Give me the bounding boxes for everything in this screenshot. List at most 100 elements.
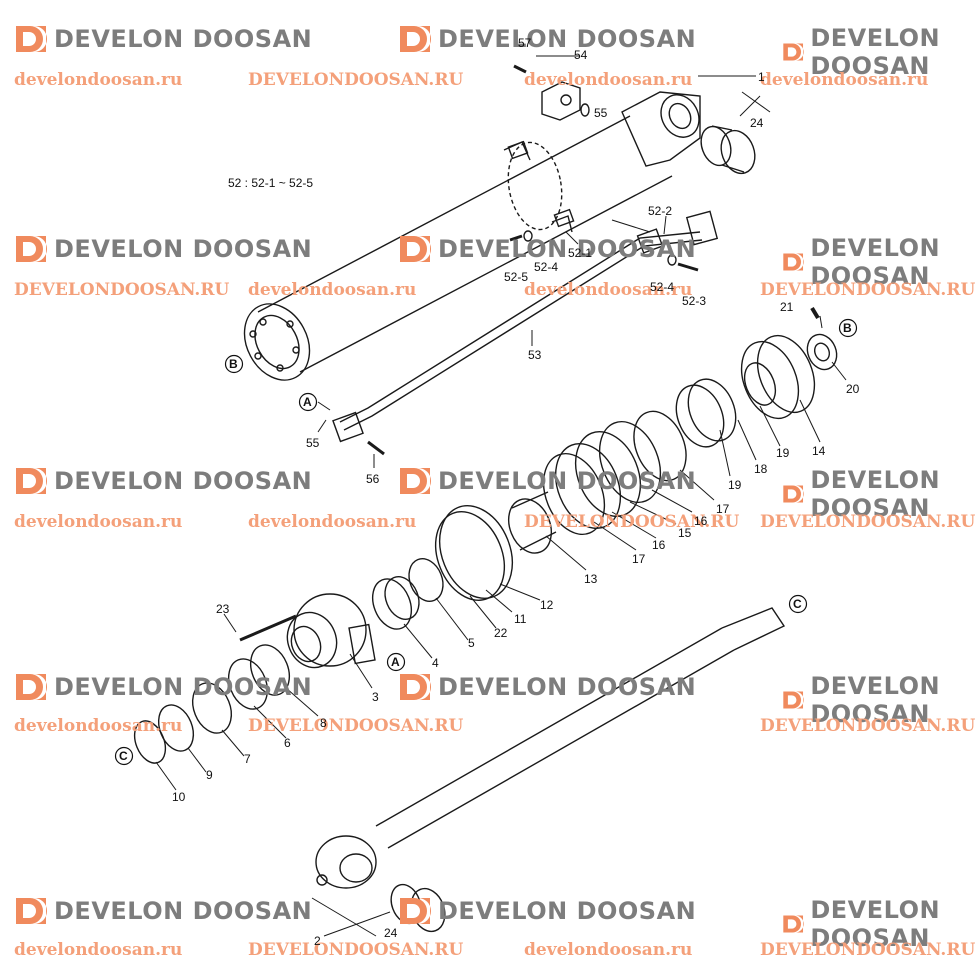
callout-52-5: 52-5 — [504, 270, 529, 284]
callout-10: 10 — [172, 790, 186, 804]
watermark-url: DEVELONDOOSAN.RU — [248, 70, 464, 90]
callout-52-3: 52-3 — [682, 294, 707, 308]
develon-logo-icon — [400, 236, 431, 262]
callout-56: 56 — [366, 472, 380, 486]
callout-C: C — [119, 749, 128, 763]
watermark-url: develondoosan.ru — [524, 280, 693, 300]
develon-logo-icon — [783, 253, 804, 271]
watermark-brand: DEVELON DOOSAN — [782, 234, 980, 290]
develon-logo-icon — [400, 26, 431, 52]
callout-8: 8 — [320, 716, 327, 730]
watermark-brand-text: DEVELON DOOSAN — [810, 896, 941, 952]
callout-11: 11 — [514, 612, 527, 626]
watermark-brand: DEVELON DOOSAN — [14, 24, 312, 54]
watermark-brand-text: DEVELON DOOSAN — [54, 673, 313, 701]
cylinder-tube — [243, 91, 701, 381]
callout-52-4: 52-4 — [534, 260, 559, 274]
watermark-url: develondoosan.ru — [14, 716, 183, 736]
watermark-brand: DEVELON DOOSAN — [14, 234, 312, 264]
callout-5: 5 — [468, 636, 475, 650]
watermark-brand: DEVELON DOOSAN — [398, 24, 696, 54]
callout-52-2: 52-2 — [648, 204, 673, 218]
watermark-url: develondoosan.ru — [760, 70, 929, 90]
develon-logo-icon — [400, 898, 431, 924]
watermark-url: DEVELONDOOSAN.RU — [760, 512, 976, 532]
develon-logo-icon — [783, 485, 804, 503]
callout-C: C — [793, 597, 802, 611]
port-block — [513, 64, 590, 121]
watermark-brand-text: DEVELON DOOSAN — [54, 25, 313, 53]
rod-seals — [133, 644, 291, 764]
watermark-brand-text: DEVELON DOOSAN — [438, 235, 697, 263]
watermark-url: DEVELONDOOSAN.RU — [248, 716, 464, 736]
watermark-brand-text: DEVELON DOOSAN — [438, 673, 697, 701]
callout-57: 57 — [518, 36, 532, 50]
watermark-brand-text: DEVELON DOOSAN — [438, 467, 697, 495]
watermark-url: DEVELONDOOSAN.RU — [760, 716, 976, 736]
watermark-brand: DEVELON DOOSAN — [398, 672, 696, 702]
watermark-brand: DEVELON DOOSAN — [782, 896, 980, 952]
develon-logo-icon — [16, 468, 47, 494]
callout-circle-A — [298, 392, 318, 412]
develon-logo-icon — [783, 43, 804, 61]
watermark-url: develondoosan.ru — [248, 280, 417, 300]
develon-logo-icon — [783, 915, 804, 933]
callout-53: 53 — [528, 348, 542, 362]
callout-52-4: 52-4 — [650, 280, 675, 294]
callout-circle-C — [788, 594, 808, 614]
watermark-url: DEVELONDOOSAN.RU — [14, 280, 230, 300]
callout-7: 7 — [244, 752, 251, 766]
callout-23: 23 — [216, 602, 230, 616]
leader-lines — [155, 55, 847, 937]
callout-B: B — [843, 321, 852, 335]
watermark-url: develondoosan.ru — [524, 70, 693, 90]
callout-54: 54 — [574, 48, 588, 62]
callout-18: 18 — [754, 462, 768, 476]
develon-logo-icon — [400, 468, 431, 494]
callout-24: 24 — [750, 116, 764, 130]
watermark-brand: DEVELON DOOSAN — [782, 672, 980, 728]
watermark-brand: DEVELON DOOSAN — [14, 466, 312, 496]
watermark-url: DEVELONDOOSAN.RU — [248, 940, 464, 960]
callout-circle-A — [386, 652, 406, 672]
callout-55: 55 — [306, 436, 320, 450]
watermark-brand-text: DEVELON DOOSAN — [54, 235, 313, 263]
tube-clamp — [503, 140, 575, 233]
watermark-brand: DEVELON DOOSAN — [14, 896, 312, 926]
callout-circle-C — [114, 746, 134, 766]
callout-19: 19 — [728, 478, 742, 492]
watermark-brand: DEVELON DOOSAN — [398, 896, 696, 926]
watermark-brand: DEVELON DOOSAN — [398, 466, 696, 496]
piston-rod — [315, 607, 786, 889]
develon-logo-icon — [16, 236, 47, 262]
callout-1: 1 — [758, 70, 765, 84]
piston-seals — [371, 306, 838, 630]
callout-3: 3 — [372, 690, 379, 704]
watermark-brand: DEVELON DOOSAN — [398, 234, 696, 264]
callout-B: B — [229, 357, 238, 371]
develon-logo-icon — [400, 674, 431, 700]
pipe-assembly — [332, 210, 719, 456]
callout-6: 6 — [284, 736, 291, 750]
callout-circle-B — [838, 318, 858, 338]
watermark-brand-text: DEVELON DOOSAN — [810, 466, 941, 522]
watermark-url: develondoosan.ru — [248, 512, 417, 532]
watermark-brand-text: DEVELON DOOSAN — [810, 24, 941, 80]
callout-22: 22 — [494, 626, 508, 640]
watermark-url: DEVELONDOOSAN.RU — [760, 280, 976, 300]
watermark-brand-text: DEVELON DOOSAN — [54, 897, 313, 925]
callout-55: 55 — [594, 106, 608, 120]
callout-12: 12 — [540, 598, 554, 612]
callout-13: 13 — [584, 572, 598, 586]
callout-2: 2 — [314, 934, 321, 948]
watermark-url: DEVELONDOOSAN.RU — [524, 512, 740, 532]
callout-circle-B — [224, 354, 244, 374]
callout-20: 20 — [846, 382, 860, 396]
watermark-url: develondoosan.ru — [14, 940, 183, 960]
watermark-brand-text: DEVELON DOOSAN — [438, 25, 697, 53]
callout-17: 17 — [716, 502, 730, 516]
watermark-brand: DEVELON DOOSAN — [782, 24, 980, 80]
watermark-brand: DEVELON DOOSAN — [14, 672, 312, 702]
